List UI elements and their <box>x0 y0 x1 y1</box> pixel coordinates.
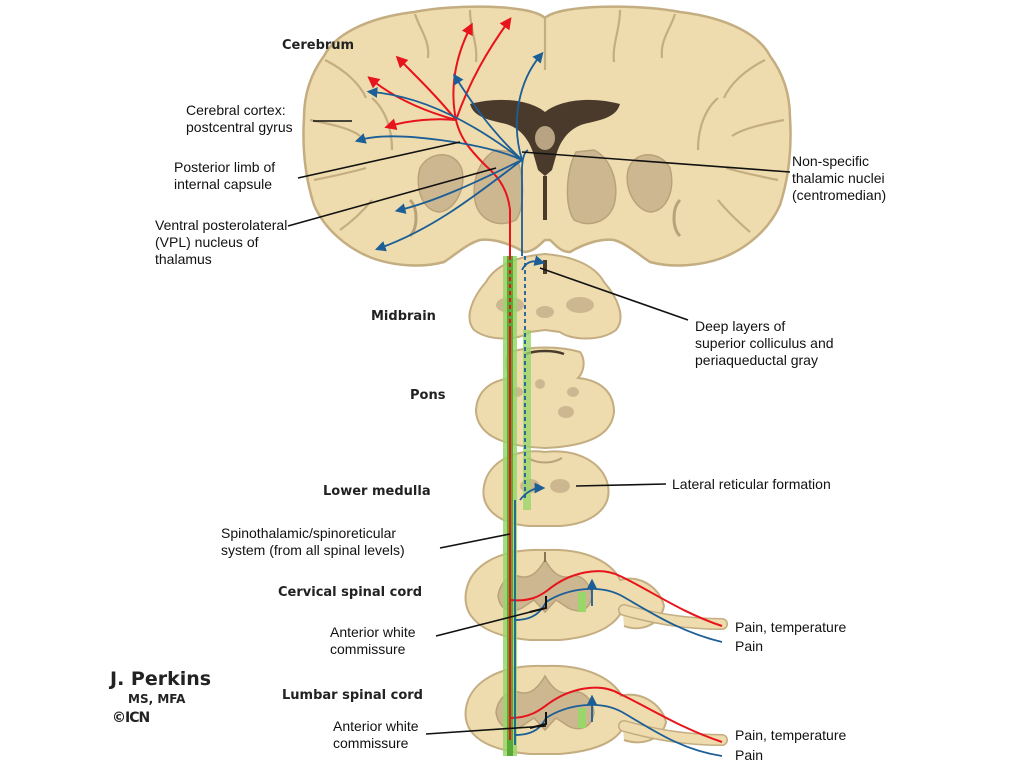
medulla-section <box>482 450 610 527</box>
section-title-cerebrum: Cerebrum <box>282 38 355 53</box>
label-vpl-nucleus: Ventral posterolateral (VPL) nucleus of … <box>155 217 288 267</box>
section-title-cervical-cord: Cervical spinal cord <box>278 585 423 600</box>
label-anterior-white-commissure-lumbar: Anterior white commissure <box>333 718 419 751</box>
label-cerebral-cortex: Cerebral cortex: postcentral gyrus <box>186 102 293 135</box>
label-deep-layers-colliculus: Deep layers of superior colliculus and p… <box>695 318 834 368</box>
right-putamen <box>626 154 673 213</box>
credit-degrees: MS, MFA <box>128 692 186 706</box>
label-pain-cervical: Pain <box>735 638 764 654</box>
label-pain-lumbar: Pain <box>735 747 764 763</box>
credit-logo: ©ICN <box>112 710 150 726</box>
label-nonspecific-thalamic-nuclei: Non-specific thalamic nuclei (centromedi… <box>792 153 887 203</box>
label-spinothalamic-system: Spinothalamic/spinoreticular system (fro… <box>221 525 405 558</box>
midbrain-section <box>468 252 622 340</box>
label-pain-temperature-lumbar: Pain, temperature <box>735 727 847 743</box>
pain-temperature-fibers <box>367 17 723 743</box>
section-title-pons: Pons <box>410 388 446 403</box>
credit-author-name: J. Perkins <box>110 668 212 690</box>
label-anterior-white-commissure-cervical: Anterior white commissure <box>330 624 416 657</box>
label-lateral-reticular-formation: Lateral reticular formation <box>672 476 831 492</box>
label-internal-capsule: Posterior limb of internal capsule <box>174 159 276 192</box>
third-ventricle <box>543 176 547 220</box>
leader-lines <box>287 120 791 735</box>
section-title-lumbar-cord: Lumbar spinal cord <box>282 688 423 703</box>
section-title-lower-medulla: Lower medulla <box>323 484 431 499</box>
section-title-midbrain: Midbrain <box>371 309 436 324</box>
fornix <box>535 126 555 150</box>
cerebrum-section <box>302 5 792 267</box>
label-pain-temperature-cervical: Pain, temperature <box>735 619 847 635</box>
pons-section <box>474 346 616 450</box>
right-thalamus <box>566 149 617 225</box>
pain-fibers <box>354 51 723 757</box>
sulci <box>309 9 785 233</box>
